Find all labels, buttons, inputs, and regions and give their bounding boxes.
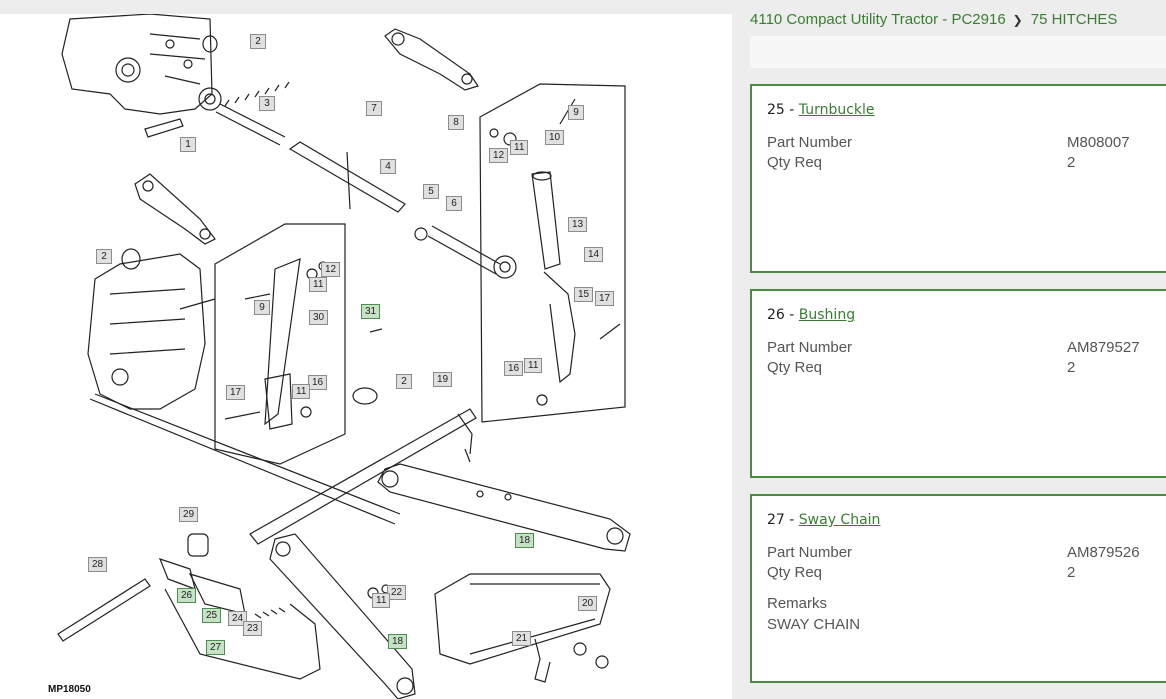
- callout-23: 23: [243, 621, 263, 636]
- callout-12: 12: [321, 262, 341, 277]
- qty-value: 2: [1067, 564, 1076, 581]
- callout-16: 16: [308, 375, 328, 390]
- qty-label: Qty Req: [767, 154, 823, 171]
- part-number-value: AM879527: [1067, 339, 1140, 356]
- breadcrumb: 4110 Compact Utility Tractor - PC2916 ❯ 75…: [750, 11, 1117, 28]
- part-card-27: 27 - Sway Chain Part Number AM879526 Qty…: [750, 494, 1166, 683]
- qty-value: 2: [1067, 359, 1076, 376]
- qty-label: Qty Req: [767, 359, 823, 376]
- part-name-link[interactable]: Bushing: [798, 307, 856, 323]
- part-name-link[interactable]: Turnbuckle: [798, 102, 875, 118]
- part-title: 25 - Turnbuckle: [767, 102, 875, 118]
- callout-24: 24: [228, 611, 248, 626]
- part-name-link[interactable]: Sway Chain: [798, 512, 881, 528]
- callout-20: 20: [578, 596, 598, 611]
- callout-11: 11: [309, 277, 328, 292]
- callout-2: 2: [96, 249, 112, 264]
- part-ref: 26: [767, 307, 785, 323]
- qty-value: 2: [1067, 154, 1076, 171]
- part-number-label: Part Number: [767, 339, 853, 356]
- part-title: 27 - Sway Chain: [767, 512, 881, 528]
- callout-15: 15: [574, 287, 594, 302]
- callout-6: 6: [446, 196, 462, 211]
- part-number-value: M808007: [1067, 134, 1130, 151]
- callout-11: 11: [510, 140, 529, 155]
- qty-label: Qty Req: [767, 564, 823, 581]
- callout-11: 11: [372, 593, 391, 608]
- part-title: 26 - Bushing: [767, 307, 856, 323]
- part-card-26: 26 - Bushing Part Number AM879527 Qty Re…: [750, 289, 1166, 478]
- callout-2: 2: [396, 374, 412, 389]
- callout-17: 17: [595, 291, 615, 306]
- part-number-label: Part Number: [767, 544, 853, 561]
- callout-22: 22: [387, 585, 407, 600]
- part-ref: 27: [767, 512, 785, 528]
- callout-26[interactable]: 26: [177, 588, 197, 603]
- breadcrumb-model-link[interactable]: 4110 Compact Utility Tractor - PC2916: [750, 11, 1006, 28]
- callout-28: 28: [88, 557, 108, 572]
- callout-17: 17: [226, 385, 246, 400]
- breadcrumb-section-link[interactable]: 75 HITCHES: [1030, 11, 1118, 28]
- callout-9: 9: [254, 300, 270, 315]
- part-number-label: Part Number: [767, 134, 853, 151]
- callout-12: 12: [489, 148, 509, 163]
- callout-31[interactable]: 31: [361, 304, 381, 319]
- callout-18[interactable]: 18: [515, 533, 535, 548]
- callout-11: 11: [292, 384, 311, 399]
- callout-9: 9: [568, 105, 584, 120]
- callout-29: 29: [179, 507, 199, 522]
- callout-10: 10: [545, 130, 565, 145]
- chevron-right-icon: ❯: [1012, 13, 1023, 27]
- callout-16: 16: [504, 361, 524, 376]
- remarks-value: SWAY CHAIN: [767, 616, 861, 633]
- part-number-value: AM879526: [1067, 544, 1140, 561]
- callout-27[interactable]: 27: [206, 640, 226, 655]
- callout-1: 1: [180, 137, 196, 152]
- callout-7: 7: [366, 101, 382, 116]
- part-card-25: 25 - Turnbuckle Part Number M808007 Qty …: [750, 84, 1166, 273]
- remarks-label: Remarks: [767, 595, 828, 612]
- part-ref: 25: [767, 102, 785, 118]
- parts-list-pane: 4110 Compact Utility Tractor - PC2916 ❯ 75…: [732, 0, 1166, 699]
- callout-18[interactable]: 18: [388, 634, 408, 649]
- callout-19: 19: [433, 372, 453, 387]
- callout-14: 14: [584, 247, 604, 262]
- callout-2: 2: [250, 34, 266, 49]
- callout-25[interactable]: 25: [202, 608, 222, 623]
- blank-strip: [750, 36, 1166, 68]
- callout-21: 21: [512, 631, 532, 646]
- callout-8: 8: [448, 115, 464, 130]
- callout-30: 30: [309, 310, 329, 325]
- callout-5: 5: [423, 184, 439, 199]
- callout-3: 3: [259, 96, 275, 111]
- callout-13: 13: [568, 217, 588, 232]
- diagram-drawing: [57, 14, 631, 699]
- diagram-code: MP18050: [48, 684, 91, 695]
- callout-11: 11: [524, 358, 543, 373]
- callout-4: 4: [380, 159, 396, 174]
